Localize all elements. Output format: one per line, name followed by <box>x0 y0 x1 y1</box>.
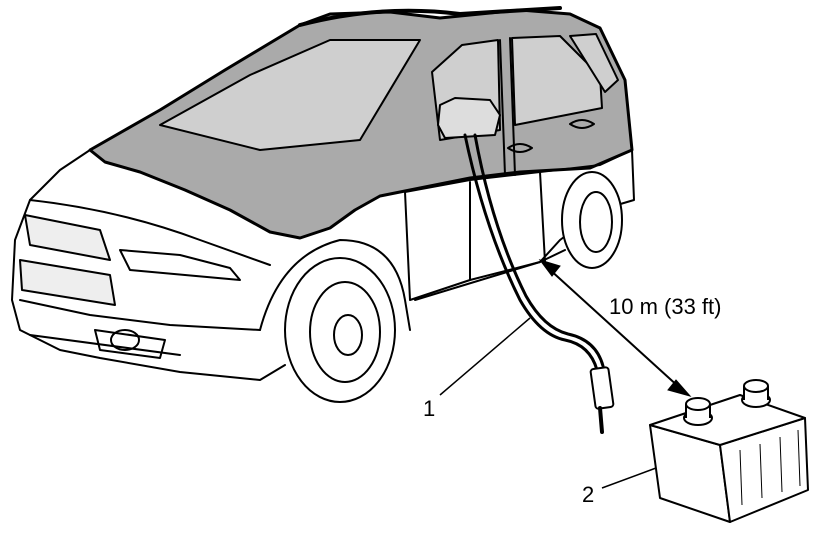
front-wheel <box>284 257 396 403</box>
b-pillar <box>499 37 516 176</box>
door-seam-2 <box>539 171 546 263</box>
front-wheel-cap <box>333 314 363 356</box>
bumper-lower <box>19 299 261 356</box>
battery-ribs <box>739 429 801 506</box>
cable-strand-a <box>463 133 599 372</box>
front-body <box>11 149 286 381</box>
front-door-handle <box>507 143 533 153</box>
quarter-window <box>569 33 619 93</box>
side-sill <box>414 249 566 301</box>
fog-lamp-housing <box>94 329 166 359</box>
rear-wheel-hub <box>579 191 613 253</box>
antenna-cable-icon <box>463 133 615 434</box>
arrow-head-bottom <box>667 379 692 397</box>
battery-icon <box>649 379 809 523</box>
arrow-head-top <box>538 259 561 277</box>
cable-connector <box>589 366 615 410</box>
battery-terminal-right <box>741 379 771 408</box>
roof-rail <box>298 6 562 27</box>
rear-wheel <box>561 171 623 269</box>
distance-label: 10 m (33 ft) <box>609 294 722 319</box>
leader-2 <box>601 467 657 489</box>
fog-lamp <box>110 329 140 351</box>
windshield-frame <box>159 39 421 151</box>
car-illustration <box>11 6 635 403</box>
front-fender <box>259 239 411 331</box>
connector-pin <box>598 406 604 434</box>
headlight <box>119 249 241 281</box>
grille-upper <box>24 214 111 261</box>
front-wheel-hub <box>309 281 381 383</box>
dimension-arrow-icon <box>538 259 692 397</box>
rear-side-window <box>511 35 603 126</box>
side-mirror <box>437 97 501 139</box>
callout-1-label: 1 <box>423 396 436 421</box>
battery-terminal-left <box>683 397 713 426</box>
leader-1 <box>439 317 531 396</box>
callout-2-label: 2 <box>582 482 595 507</box>
cable-strand-b <box>473 133 605 368</box>
rear-door-handle <box>569 119 595 129</box>
grille-lower <box>19 259 116 306</box>
hood-edge <box>29 199 271 266</box>
leader-lines <box>439 317 657 489</box>
